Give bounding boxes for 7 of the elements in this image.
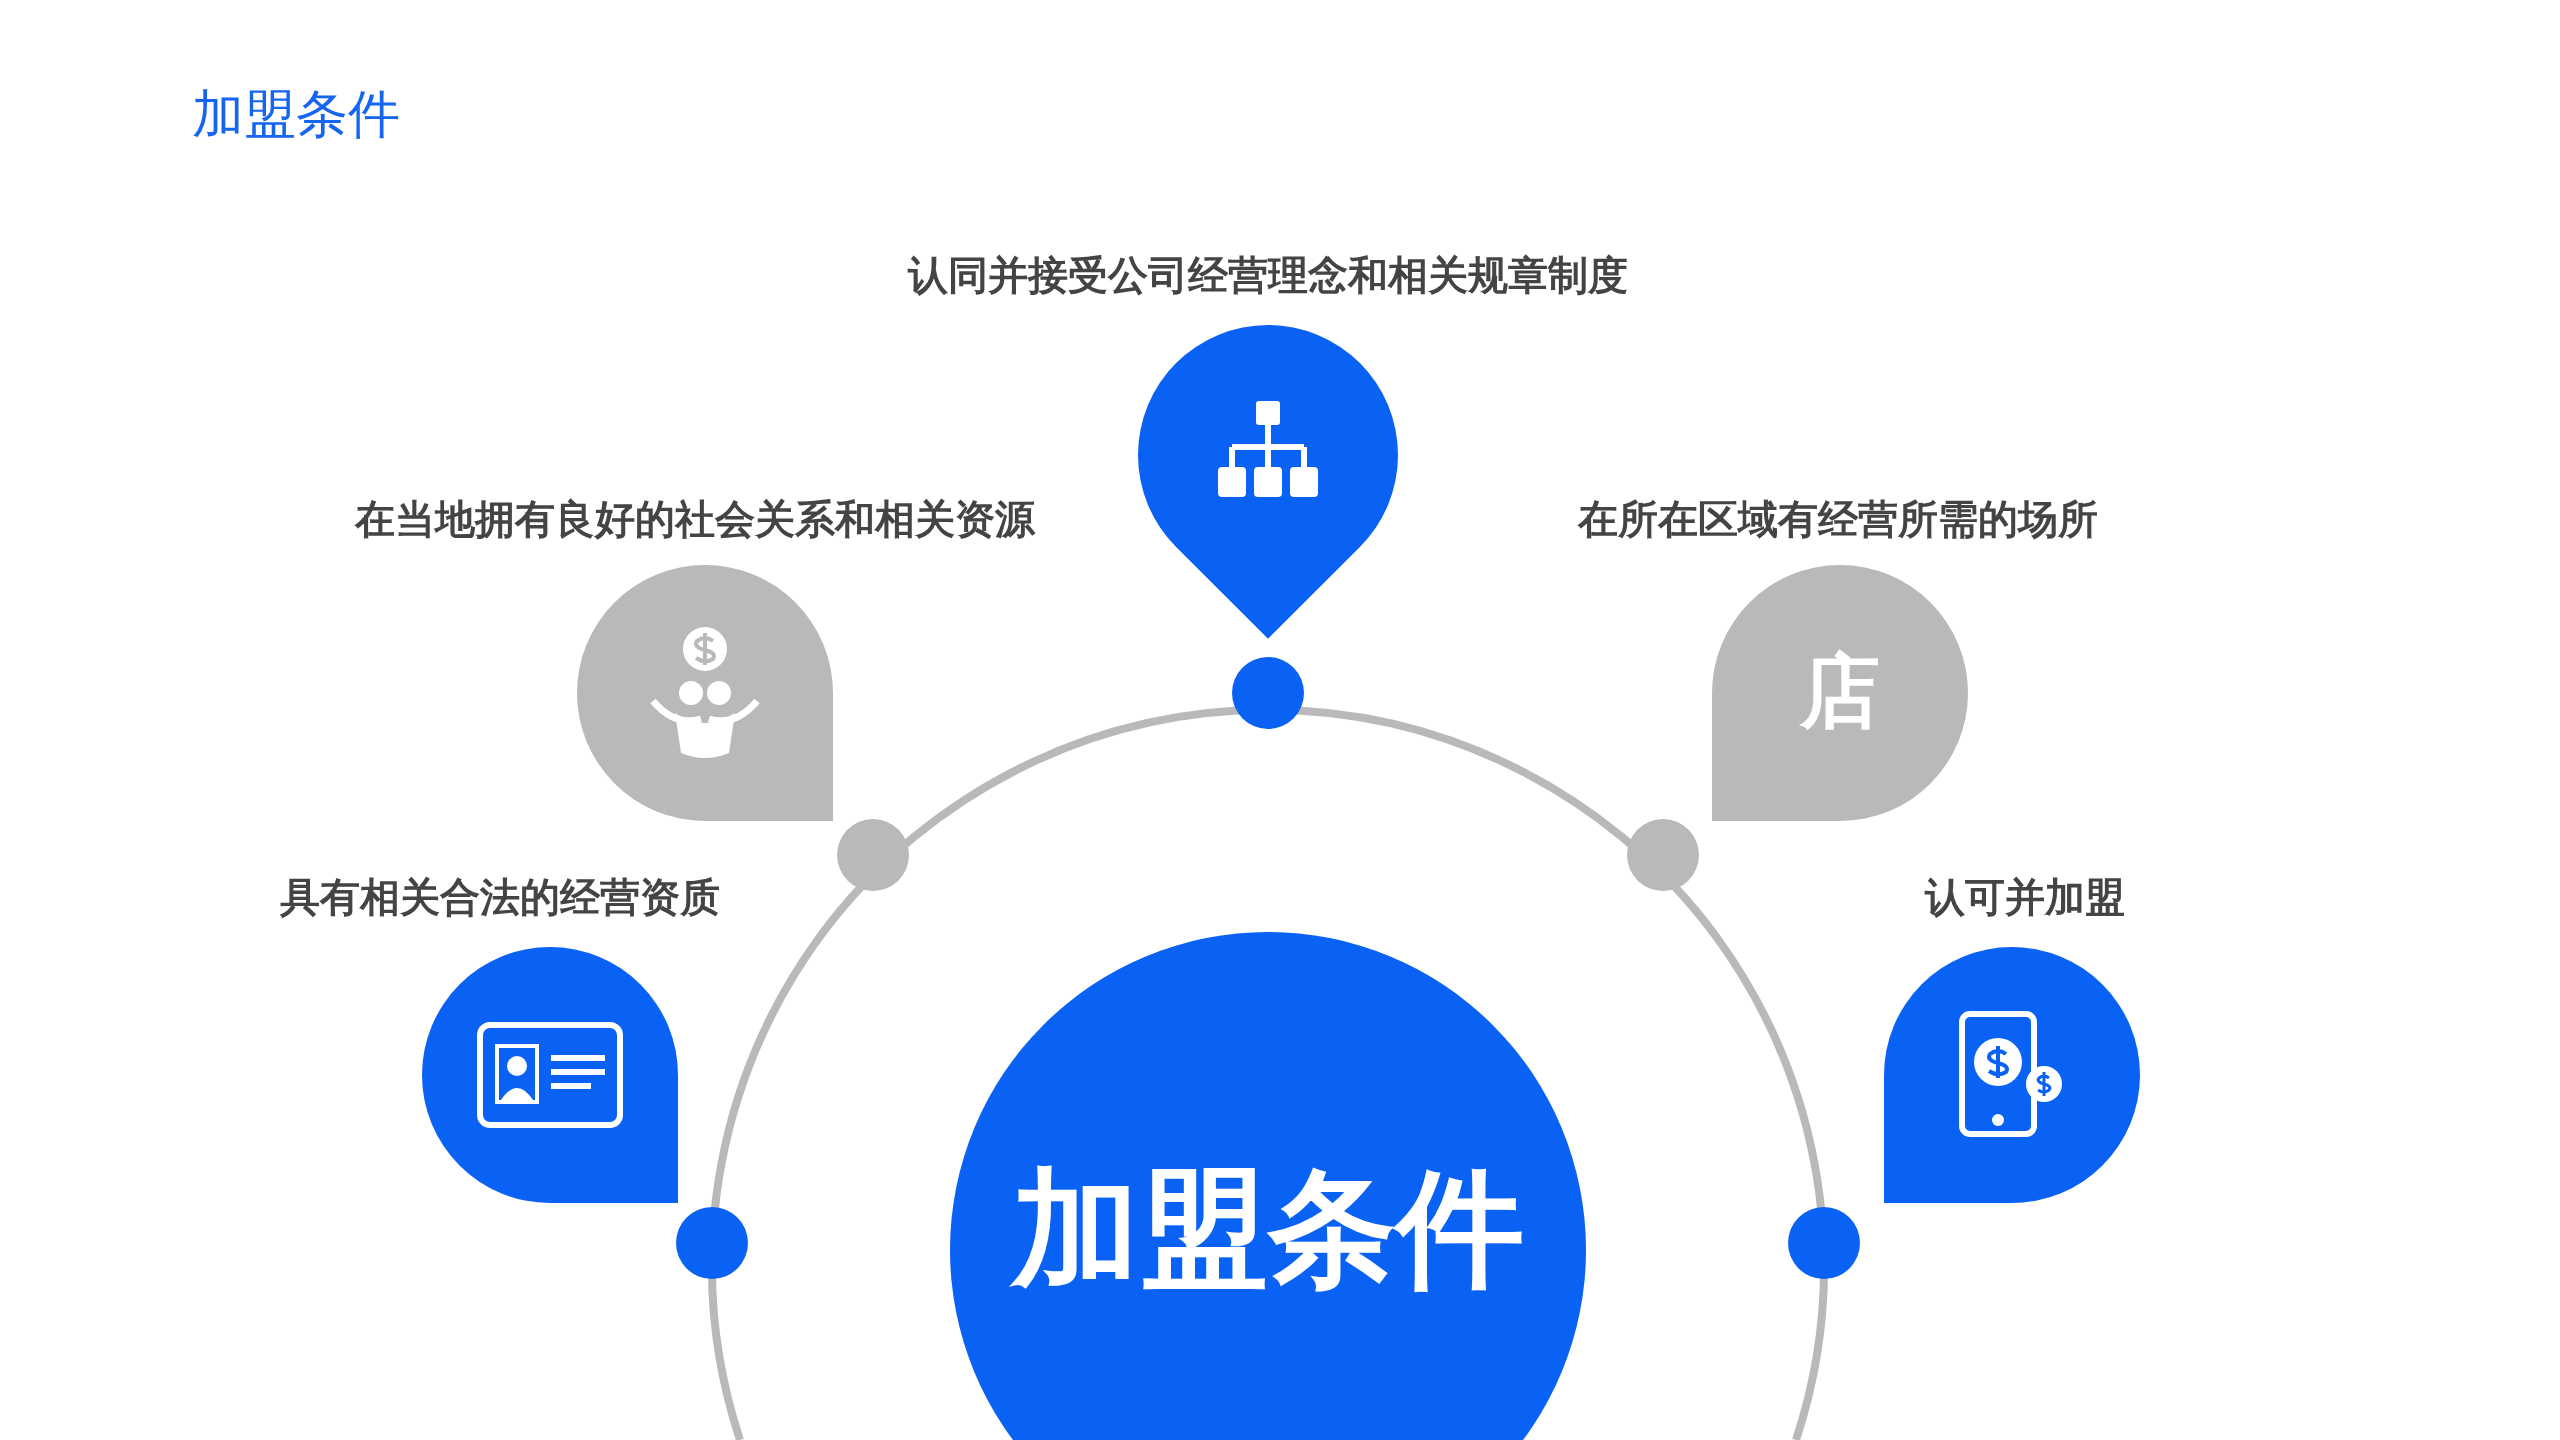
- condition-heading: 在当地拥有良好的社会关系和相关资源: [355, 495, 1035, 544]
- condition-heading: 认同并接受公司经营理念和相关规章制度: [908, 251, 1628, 300]
- condition-heading: 具有相关合法的经营资质: [280, 873, 720, 922]
- condition-heading: 在所在区域有经营所需的场所: [1578, 495, 2098, 544]
- condition-heading: 认可并加盟: [1925, 873, 2125, 922]
- title: 加盟条件: [192, 83, 400, 146]
- shop-character: 店: [1800, 644, 1880, 740]
